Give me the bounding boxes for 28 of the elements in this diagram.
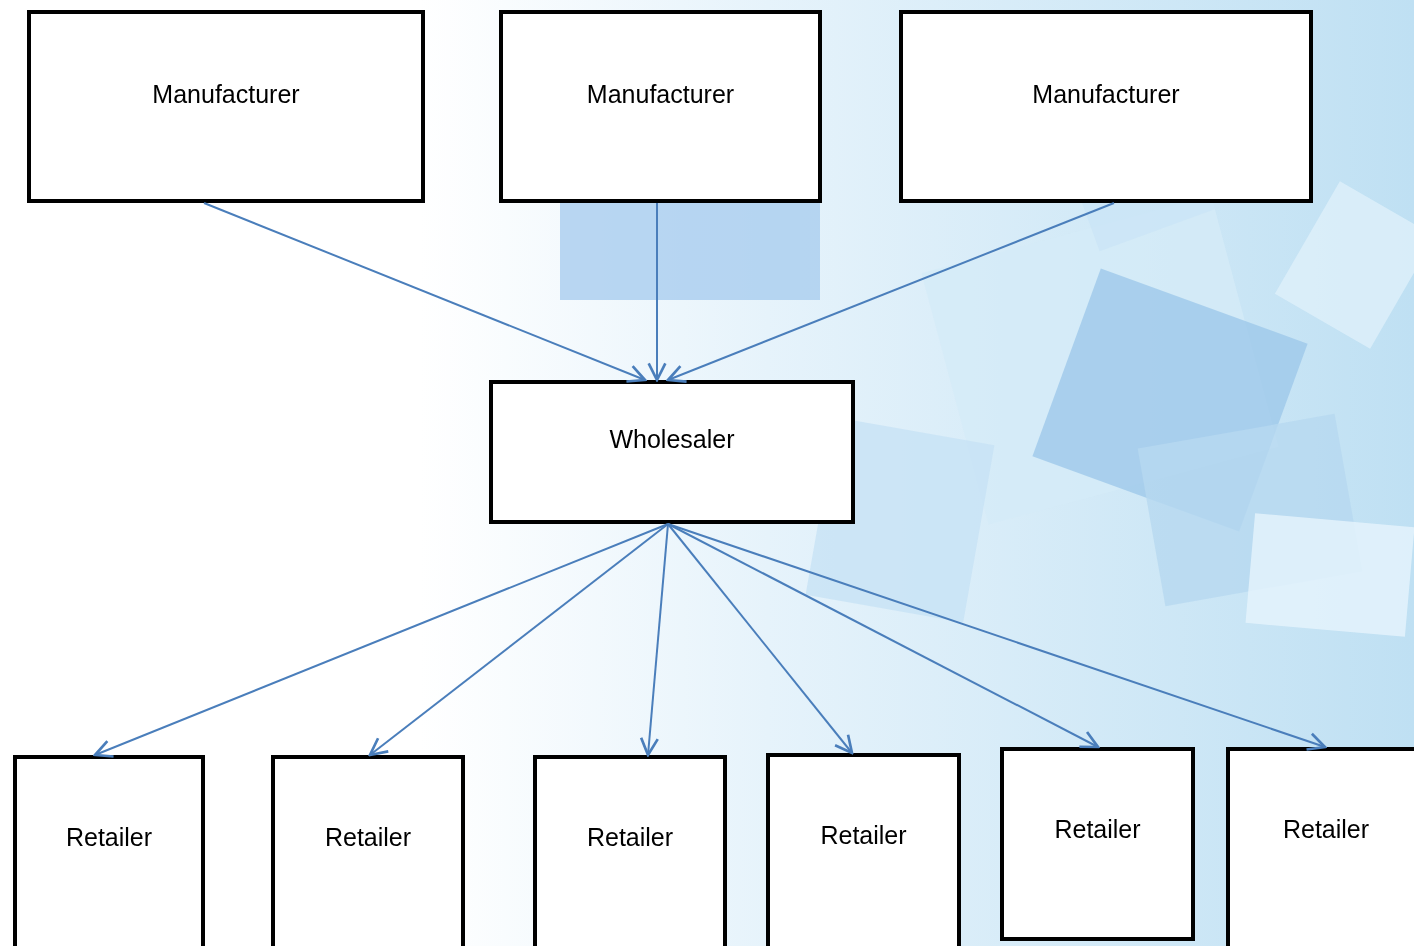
arrow	[647, 202, 667, 382]
process-box	[533, 755, 727, 946]
node-label: Manufacturer	[1032, 80, 1180, 109]
node-label: Manufacturer	[152, 80, 300, 109]
process-box	[1226, 747, 1414, 946]
node-label: Retailer	[65, 823, 153, 852]
process-box	[27, 10, 425, 203]
node-label: Retailer	[1054, 815, 1141, 844]
process-box	[499, 10, 822, 203]
process-box	[1000, 747, 1195, 941]
arrow	[368, 523, 669, 757]
process-box	[13, 755, 205, 946]
arrow	[203, 202, 647, 383]
arrow	[639, 523, 669, 757]
node-label: Wholesaler	[609, 425, 735, 454]
wholesaler-box	[489, 380, 855, 524]
arrow	[667, 523, 1327, 751]
process-box	[899, 10, 1313, 203]
node-label: Retailer	[820, 821, 907, 850]
node-label: Retailer	[324, 823, 412, 852]
node-label: Retailer	[586, 823, 674, 852]
node-label: Retailer	[1282, 815, 1370, 844]
arrow	[667, 523, 854, 755]
process-box	[271, 755, 465, 946]
arrow	[666, 202, 1115, 383]
arrow	[93, 523, 669, 758]
node-label: Manufacturer	[586, 80, 735, 109]
process-box	[766, 753, 961, 946]
